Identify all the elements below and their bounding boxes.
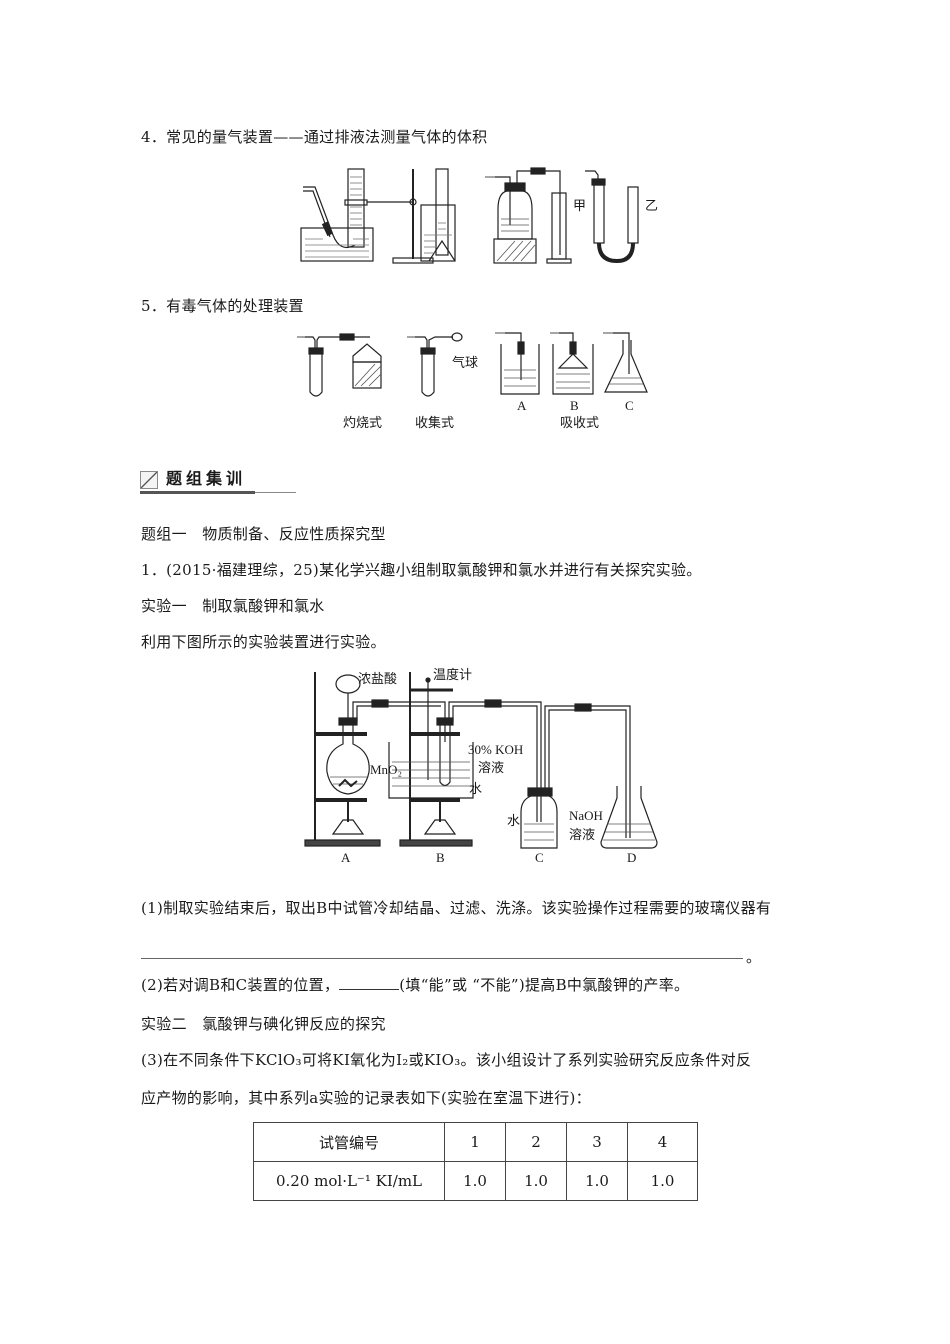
label-naoh-2: 溶液 [569,827,596,842]
table-header-row: 试管编号 1 2 3 4 [253,1122,698,1162]
experiment-2-title: 实验二 氯酸钾与碘化钾反应的探究 [141,1015,386,1033]
section-5-heading: 5．有毒气体的处理装置 [141,297,304,315]
label-water-c: 水 [507,813,521,828]
header-cell: 1 [444,1122,506,1162]
label-koh-1: 30% KOH [468,742,524,757]
experiment-1-title: 实验一 制取氯酸钾和氯水 [141,597,325,615]
chlorate-apparatus-figure: 浓盐酸 温度计 MnO₂ 30% KOH 溶液 水 水 NaOH 溶液 A B … [295,662,670,867]
label-balloon: 气球 [452,355,479,370]
label-a: A [517,398,527,413]
question-1-intro: 1．(2015·福建理综，25)某化学兴趣小组制取氯酸钾和氯水并进行有关探究实验… [141,561,702,579]
label-thermometer: 温度计 [433,667,473,682]
label-a: A [341,850,351,865]
corner-square-icon [140,471,158,489]
label-absorb: 吸收式 [560,415,600,430]
label-c: C [535,850,544,865]
question-1-part-2: (2)若对调B和C装置的位置， (填“能”或 “不能”)提高B中氯酸钾的产率。 [141,975,689,995]
experiment-record-table: 试管编号 1 2 3 4 0.20 mol·L⁻¹ KI/mL 1.0 1.0 … [253,1122,698,1201]
row-label-cell: 0.20 mol·L⁻¹ KI/mL [253,1161,445,1201]
table-cell: 1.0 [566,1161,628,1201]
label-jia: 甲 [573,198,587,213]
training-section-header: 题组集训 [140,468,296,494]
table-cell: 1.0 [505,1161,567,1201]
label-burn: 灼烧式 [343,415,383,430]
answer-1-end-mark: 。 [746,948,762,966]
label-water-b: 水 [469,781,483,796]
table-cell: 1.0 [444,1161,506,1201]
question-1-part-3-line-2: 应产物的影响，其中系列a实验的记录表如下(实验在室温下进行)： [141,1089,591,1107]
header-cell: 3 [566,1122,628,1162]
label-c: C [625,398,634,413]
label-b: B [436,850,445,865]
label-collect: 收集式 [415,415,455,430]
section-4-heading: 4．常见的量气装置——通过排液法测量气体的体积 [141,128,488,146]
label-koh-2: 溶液 [478,760,505,775]
label-naoh-1: NaOH [569,808,603,823]
question-2-text-b: (填“能”或 “不能”)提高B中氯酸钾的产率。 [399,976,690,994]
label-d: D [627,850,637,865]
label-conc-hcl: 浓盐酸 [358,671,398,686]
training-title: 题组集训 [166,469,247,488]
header-cell: 2 [505,1122,567,1162]
header-cell: 4 [627,1122,698,1162]
label-b: B [570,398,579,413]
experiment-1-description: 利用下图所示的实验装置进行实验。 [141,633,386,651]
table-row: 0.20 mol·L⁻¹ KI/mL 1.0 1.0 1.0 1.0 [253,1161,698,1201]
header-underline-thick [140,491,255,494]
answer-blank-2[interactable] [339,975,400,990]
answer-blank-line-1[interactable] [141,958,743,959]
group-1-heading: 题组一 物质制备、反应性质探究型 [141,525,386,543]
label-yi: 乙 [645,198,659,213]
gas-measurement-apparatus-figure: 甲 乙 [295,165,675,265]
header-cell: 试管编号 [253,1122,445,1162]
toxic-gas-treatment-figure: 气球 A B C 灼烧式 收集式 吸收式 [295,330,675,435]
question-2-text-a: (2)若对调B和C装置的位置， [141,976,340,994]
header-underline-thin [255,492,296,493]
table-cell: 1.0 [627,1161,698,1201]
label-mno2: MnO₂ [370,762,402,777]
question-1-part-3-line-1: (3)在不同条件下KClO₃可将KI氧化为I₂或KIO₃。该小组设计了系列实验研… [141,1051,752,1069]
question-1-part-1: (1)制取实验结束后，取出B中试管冷却结晶、过滤、洗涤。该实验操作过程需要的玻璃… [141,899,772,917]
